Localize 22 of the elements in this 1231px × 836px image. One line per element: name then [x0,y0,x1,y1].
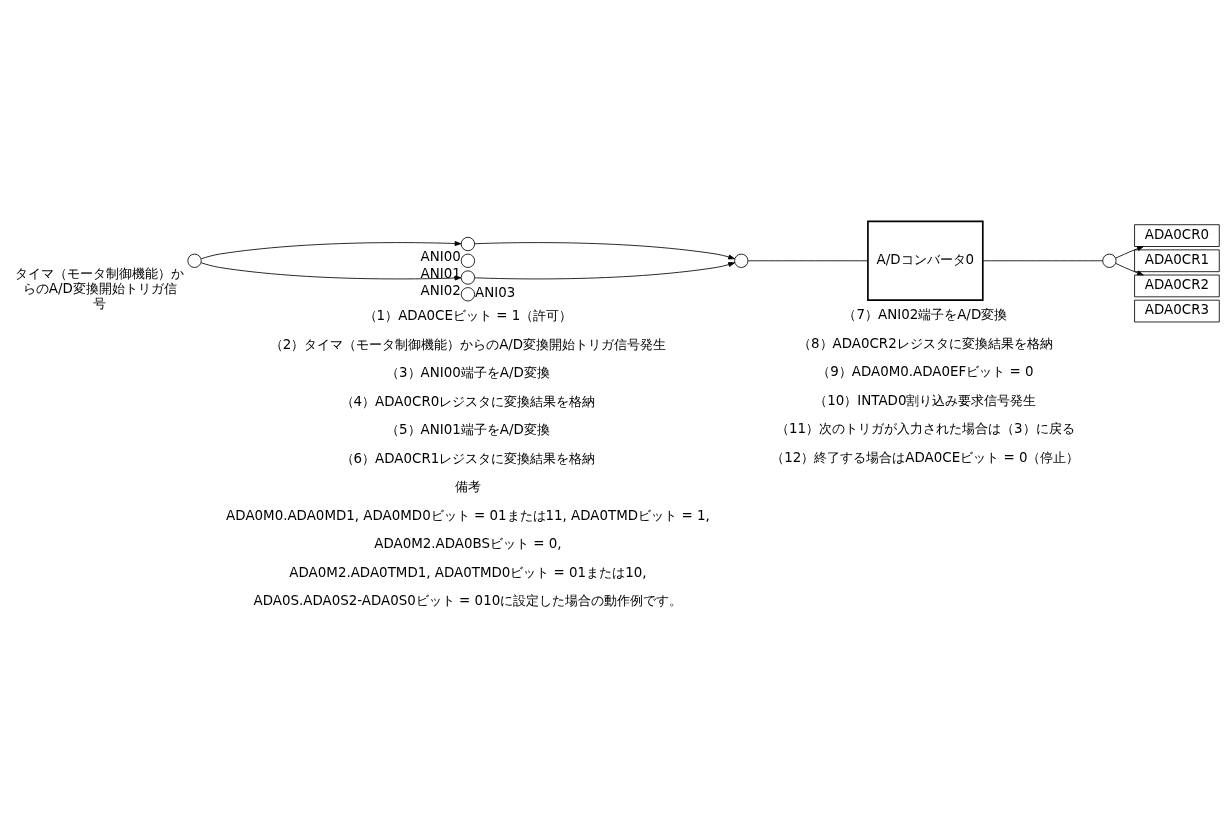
node-label: タイマ（モータ制御機能）からのA/D変換開始トリガ信号 [15,266,185,312]
node-label: ANI01 [420,266,461,282]
label: （5）ANI01端子をA/D変換 [386,422,550,438]
label: （10）INTAD0割り込み要求信号発生 [814,392,1037,408]
label: （9）ADA0M0.ADA0EFビット = 0 [817,364,1034,380]
label: 備考 [454,479,481,495]
label: （4）ADA0CR0レジスタに変換結果を格納 [340,393,596,409]
label: （8）ADA0CR2レジスタに変換結果を格納 [798,335,1053,351]
label: （12）終了する場合はADA0CEビット = 0（停止） [771,449,1080,465]
label: ADA0M2.ADA0TMD1, ADA0TMD0ビット = 01または10, [289,564,647,580]
label: （6）ADA0CR1レジスタに変換結果を格納 [340,450,596,466]
label: ADA0M2.ADA0BSビット = 0, [374,536,562,552]
label: （3）ANI00端子をA/D変換 [386,365,550,381]
node-label: ANI00 [420,249,461,265]
node-label: ANI03 [475,284,516,300]
label: ADA0S.ADA0S2-ADA0S0ビット = 010に設定した場合の動作例です。 [253,593,683,609]
label: （2）タイマ（モータ制御機能）からのA/D変換開始トリガ信号発生 [269,336,667,352]
label: （1）ADA0CEビット = 1（許可） [363,308,573,324]
label: （7）ANI02端子をA/D変換 [843,307,1008,323]
label: （11）次のトリガが入力された場合は（3）に戻る [776,421,1075,437]
node-label: ANI02 [420,282,461,298]
label: ADA0M0.ADA0MD1, ADA0MD0ビット = 01または11, ADA0TMDビット = 1, [226,507,710,523]
